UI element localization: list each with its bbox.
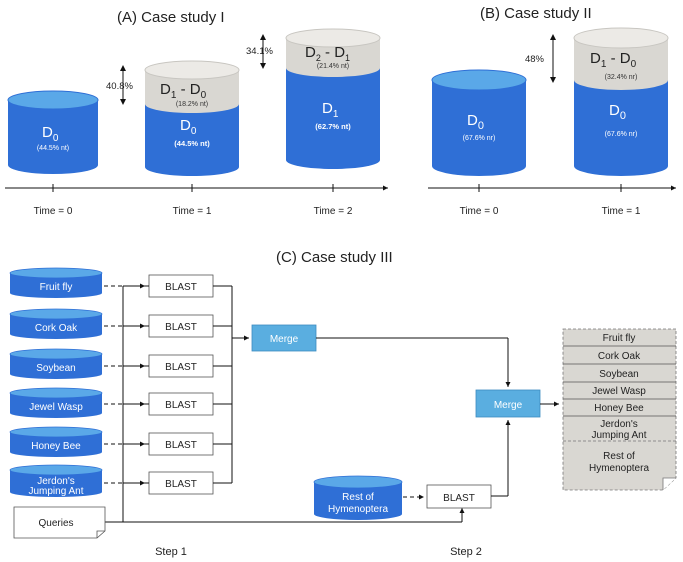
axis-b-time0: Time = 0 xyxy=(460,206,499,217)
result-item-2: Soybean xyxy=(599,369,638,380)
blast-box-3: BLAST xyxy=(148,392,214,416)
db-label-5b: Jumping Ant xyxy=(28,486,83,497)
merge-box-2: Merge xyxy=(475,389,541,418)
cyl-a1-top-pct: (18.2% nt) xyxy=(176,101,208,108)
cyl-a2-bot-pct: (62.7% nt) xyxy=(315,122,351,131)
cyl-b1-top-symbol: D1 - D0 xyxy=(590,50,637,70)
db-label-3: Jewel Wasp xyxy=(29,402,83,413)
svg-text:BLAST: BLAST xyxy=(165,362,197,373)
side-pct-b1: 48% xyxy=(525,54,545,65)
blast-box-1: BLAST xyxy=(148,314,214,338)
cyl-a2-top-pct: (21.4% nt) xyxy=(317,63,349,70)
double-arrow-a2 xyxy=(260,34,266,69)
svg-text:BLAST: BLAST xyxy=(443,493,475,504)
blast-box-0: BLAST xyxy=(148,274,214,298)
cylinder-a-time1: D1 - D0 (18.2% nt) D0 (44.5% nt) xyxy=(144,60,240,176)
cyl-a1-bot-pct: (44.5% nt) xyxy=(174,139,210,148)
side-pct-a2: 34.1% xyxy=(246,46,273,57)
db-cylinder-0: Fruit fly xyxy=(9,267,103,298)
db-label-2: Soybean xyxy=(36,363,75,374)
svg-text:Merge: Merge xyxy=(494,400,523,411)
db-cylinder-1: Cork Oak xyxy=(9,308,103,339)
svg-text:Merge: Merge xyxy=(270,334,299,345)
blast-box-4: BLAST xyxy=(148,432,214,456)
axis-a-time1: Time = 1 xyxy=(173,206,212,217)
cyl-b1-bot-symbol: D0 xyxy=(609,102,626,122)
cylinder-a-time0: D0 (44.5% nt) xyxy=(7,90,99,174)
cyl-a0-pct: (44.5% nt) xyxy=(37,145,69,152)
db-label-1: Cork Oak xyxy=(35,323,78,334)
cylinder-b-time1: D1 - D0 (32.4% nr) D0 (67.6% nr) xyxy=(573,27,669,176)
queries-document: Queries xyxy=(13,506,106,539)
dashed-arrows xyxy=(104,283,145,486)
svg-text:BLAST: BLAST xyxy=(165,479,197,490)
step1-label: Step 1 xyxy=(155,546,187,558)
db-cylinder-2: Soybean xyxy=(9,348,103,379)
step2-label: Step 2 xyxy=(450,546,482,558)
panel-a-title: (A) Case study I xyxy=(117,9,225,26)
cyl-b0-pct: (67.6% nr) xyxy=(463,135,496,142)
blast-box-5: BLAST xyxy=(148,471,214,495)
result-item-4: Honey Bee xyxy=(594,403,644,414)
rest-hymenoptera-cylinder: Rest of Hymenoptera xyxy=(313,475,403,520)
panel-b-title: (B) Case study II xyxy=(480,5,592,22)
svg-text:BLAST: BLAST xyxy=(165,282,197,293)
blast-box-rest: BLAST xyxy=(426,484,492,509)
panel-c-title: (C) Case study III xyxy=(276,249,393,266)
svg-text:BLAST: BLAST xyxy=(165,400,197,411)
result-item-3: Jewel Wasp xyxy=(592,386,646,397)
cyl-a1-top-symbol: D1 - D0 xyxy=(160,81,207,101)
blast-box-2: BLAST xyxy=(148,354,214,378)
result-item-0: Fruit fly xyxy=(603,333,636,344)
cyl-a2-bot-symbol: D1 xyxy=(322,100,339,120)
cylinder-b-time0: D0 (67.6% nr) xyxy=(431,69,527,176)
svg-text:BLAST: BLAST xyxy=(165,322,197,333)
result-item-5a: Jerdon's xyxy=(600,419,638,430)
db-label-4: Honey Bee xyxy=(31,441,81,452)
cylinder-a-time2: D2 - D1 (21.4% nt) D1 (62.7% nt) xyxy=(285,28,381,169)
db-label-0: Fruit fly xyxy=(40,282,73,293)
cyl-a1-bot-symbol: D0 xyxy=(180,117,197,137)
side-pct-a1: 40.8% xyxy=(106,81,133,92)
db-cylinder-4: Honey Bee xyxy=(9,426,103,457)
double-arrow-b1 xyxy=(550,34,556,83)
queries-label: Queries xyxy=(38,518,73,529)
cyl-a2-top-symbol: D2 - D1 xyxy=(305,44,350,63)
svg-text:BLAST: BLAST xyxy=(165,440,197,451)
result-item-6b: Hymenoptera xyxy=(589,463,649,474)
rest-label-1: Rest of xyxy=(342,492,374,503)
queries-bus xyxy=(105,285,465,523)
cyl-b0-symbol: D0 xyxy=(467,112,484,132)
db-label-5a: Jerdon's xyxy=(37,476,75,487)
result-item-5b: Jumping Ant xyxy=(591,430,646,441)
merge1-to-merge2 xyxy=(316,337,511,387)
db-cylinder-5: Jerdon's Jumping Ant xyxy=(9,464,103,497)
blast2-to-merge2 xyxy=(491,420,511,497)
axis-a-time2: Time = 2 xyxy=(314,206,353,217)
blast-to-merge-bus xyxy=(213,285,249,484)
result-item-6a: Rest of xyxy=(603,451,635,462)
cyl-a0-symbol: D0 xyxy=(42,124,59,144)
result-item-1: Cork Oak xyxy=(598,351,641,362)
rest-label-2: Hymenoptera xyxy=(328,504,388,515)
results-document: Fruit fly Cork Oak Soybean Jewel Wasp Ho… xyxy=(562,328,677,491)
db-cylinder-3: Jewel Wasp xyxy=(9,387,103,418)
axis-a-time0: Time = 0 xyxy=(34,206,73,217)
double-arrow-a1 xyxy=(120,65,126,105)
cyl-b1-bot-pct: (67.6% nr) xyxy=(605,131,638,138)
cyl-b1-top-pct: (32.4% nr) xyxy=(605,74,638,81)
axis-b-time1: Time = 1 xyxy=(602,206,641,217)
merge-box-1: Merge xyxy=(251,324,317,352)
